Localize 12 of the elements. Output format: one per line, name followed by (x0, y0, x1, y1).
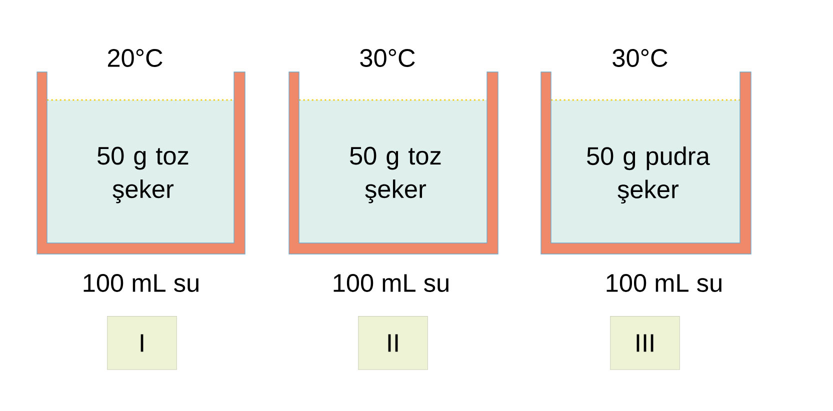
volume-label: 100 mL su (84, 274, 198, 292)
temperature-label: 30°C (360, 49, 415, 67)
volume-label: 100 mL su (334, 274, 448, 292)
numeral-box: I (107, 316, 177, 370)
temperature-label: 20°C (108, 49, 162, 67)
volume-label: 100 mL su (606, 274, 722, 292)
beaker-drawing: 50 g pudra şeker (540, 72, 752, 254)
beaker-drawing: 50 g toz şeker (288, 72, 498, 254)
numeral-box: III (610, 316, 680, 370)
temperature-label: 30°C (612, 49, 668, 67)
numeral-box: II (358, 316, 428, 370)
beaker-drawing: 50 g toz şeker (36, 72, 246, 254)
